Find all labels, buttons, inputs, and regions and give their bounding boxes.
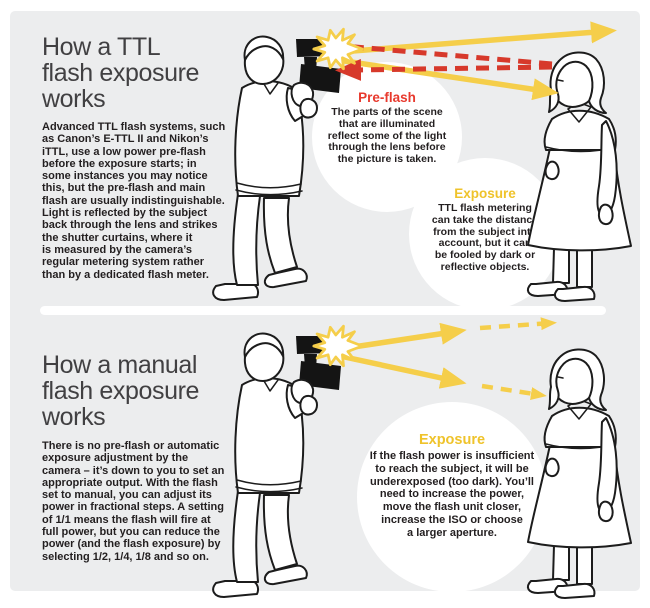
preflash-callout-heading: Pre-flash [358, 90, 416, 105]
ttl-exposure-text: TTL flash metering can take the distance… [431, 202, 539, 273]
preflash-callout-text: The parts of the scene that are illumina… [327, 106, 447, 166]
manual-exposure-heading: Exposure [418, 432, 486, 448]
manual-panel-body: There is no pre-flash or automatic expos… [42, 440, 225, 563]
panel-divider [40, 306, 606, 315]
ttl-panel-body: Advanced TTL flash systems, such as Cano… [42, 121, 226, 281]
ttl-exposure-callout: Exposure TTL flash metering can take the… [409, 158, 561, 310]
ttl-panel-title: How a TTL flash exposure works [42, 33, 199, 113]
ttl-exposure-heading: Exposure [454, 186, 516, 201]
manual-panel-title: How a manual flash exposure works [42, 351, 199, 431]
manual-exposure-text: If the flash power is insufficient to re… [369, 450, 535, 539]
manual-exposure-callout: Exposure If the flash power is insuffici… [357, 402, 547, 592]
